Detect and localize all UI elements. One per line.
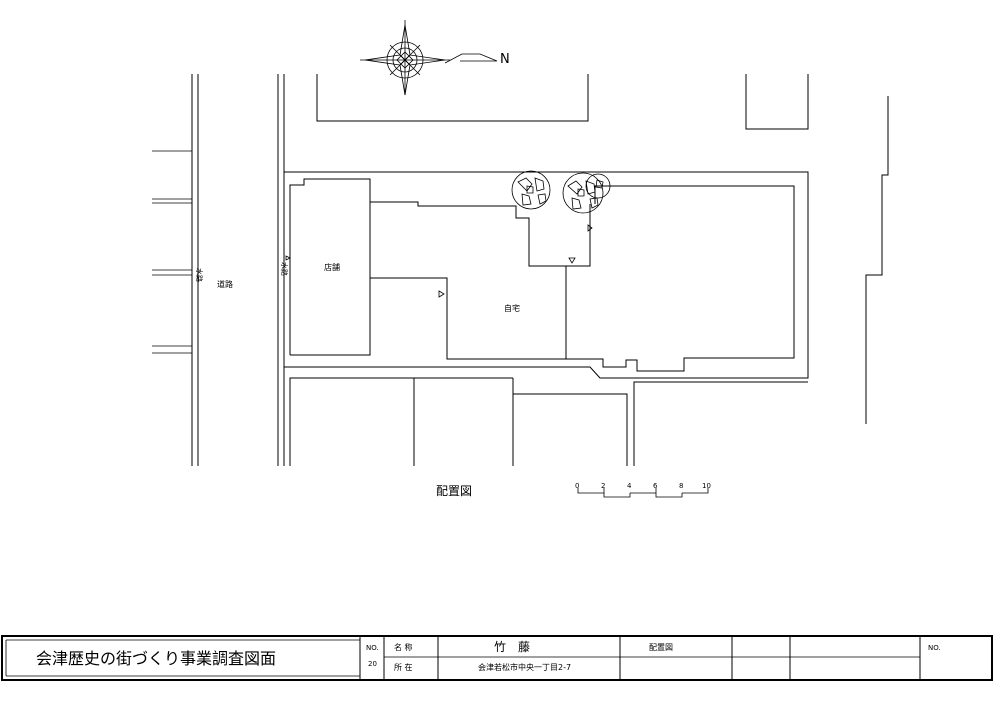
entrance-mark xyxy=(285,255,291,261)
drawing-title: 配置図 xyxy=(436,484,472,498)
neighbor-lots xyxy=(289,74,889,466)
scale-tick-6: 6 xyxy=(653,482,658,490)
scale-tick-4: 4 xyxy=(627,482,632,490)
scale-tick-10: 10 xyxy=(702,482,711,490)
site-boundary xyxy=(284,171,809,379)
scale-bar xyxy=(577,488,709,498)
shop-building: 店舗 xyxy=(289,178,371,356)
scale-tick-2: 2 xyxy=(601,482,605,490)
tree-icon xyxy=(511,170,551,210)
location-value: 会津若松市中央一丁目2-7 xyxy=(478,662,571,672)
road-lines xyxy=(152,74,285,466)
sheet-title: 配置図 xyxy=(649,643,673,652)
north-label: N xyxy=(500,52,510,67)
location-label: 所 在 xyxy=(394,662,413,672)
project-title: 会津歴史の街づくり事業調査図面 xyxy=(36,649,276,668)
name-value: 竹 藤 xyxy=(494,640,530,654)
scale-tick-8: 8 xyxy=(679,482,683,490)
shop-label: 店舗 xyxy=(324,262,340,272)
name-label: 名 称 xyxy=(394,642,413,652)
right-no-label: NO. xyxy=(928,644,941,652)
waterway-label-right: 水路 xyxy=(280,262,289,276)
scale-tick-0: 0 xyxy=(575,482,579,490)
road-label: 道路 xyxy=(217,279,233,289)
compass-rose-icon xyxy=(360,20,450,96)
scale-tick-labels: 0 2 4 6 8 10 xyxy=(575,482,711,490)
waterway-label-left: 水路 xyxy=(195,268,204,282)
house-label: 自宅 xyxy=(504,303,520,313)
no-value: 20 xyxy=(368,660,377,668)
tree-icon xyxy=(562,172,611,214)
house-building: 自宅 xyxy=(370,185,795,372)
north-arrow: N xyxy=(444,52,510,67)
title-block xyxy=(1,635,993,681)
no-label: NO. xyxy=(366,644,379,652)
